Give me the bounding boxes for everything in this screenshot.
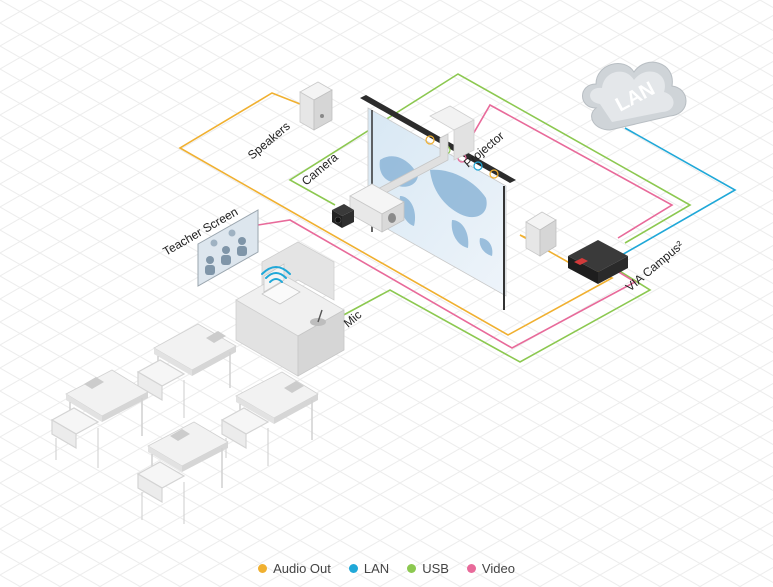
cable-usb-camera: [288, 73, 692, 244]
wifi-icon: [261, 266, 291, 283]
legend-dot-icon: [466, 563, 476, 573]
cable-video-projector: [464, 103, 674, 239]
legend-item-lan: LAN: [348, 560, 390, 576]
legend-label: LAN: [363, 560, 390, 576]
legend: Audio Out LAN USB Video: [0, 557, 773, 579]
cable-usb-mic: [337, 269, 652, 363]
cable-video-screen: [257, 219, 637, 349]
legend-dot-icon: [258, 563, 268, 573]
legend-item-video: Video: [466, 560, 515, 576]
via-campus-device: [568, 240, 628, 284]
student-desk: [235, 371, 319, 440]
student-chair: [50, 407, 100, 468]
legend-label: Video: [481, 560, 515, 576]
legend-label: USB: [422, 560, 449, 576]
projection-screen: [360, 95, 516, 310]
camera: [332, 204, 354, 228]
speaker-left: [299, 81, 333, 131]
projector: [349, 105, 475, 233]
legend-dot-icon: [407, 563, 417, 573]
student-desks: [50, 323, 319, 524]
lan-cloud: LAN: [582, 61, 687, 131]
legend-dot-icon: [348, 563, 358, 573]
student-chair: [136, 461, 186, 524]
teacher-screen: [197, 209, 259, 287]
speaker-right: [525, 211, 557, 257]
student-desk: [65, 369, 149, 440]
cable-lan: [619, 127, 737, 257]
legend-label: Audio Out: [273, 560, 331, 576]
teacher-desk: [235, 241, 345, 377]
legend-item-audio-out: Audio Out: [258, 561, 331, 576]
legend-item-usb: USB: [407, 561, 449, 576]
student-chair: [220, 407, 270, 466]
video-call-participants: [205, 229, 247, 275]
